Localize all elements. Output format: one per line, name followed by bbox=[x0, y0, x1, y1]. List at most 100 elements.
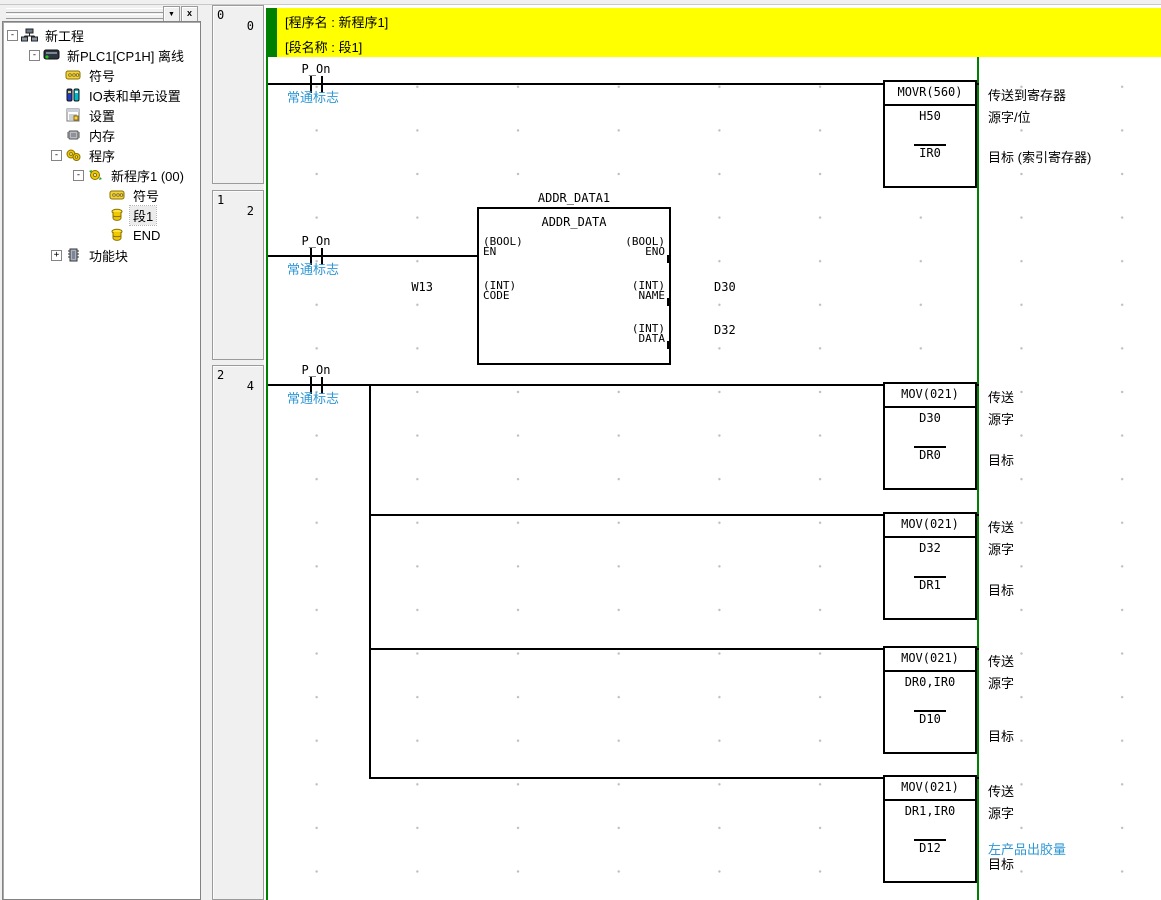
tree-item-plc[interactable]: - 新PLC1[CP1H] 离线 bbox=[3, 45, 200, 65]
destination-operand[interactable]: D10 bbox=[914, 710, 946, 726]
tree-item-label: 新程序1 (00) bbox=[111, 168, 184, 184]
tree-item-end[interactable]: END bbox=[3, 225, 200, 245]
rung1-wire bbox=[268, 255, 477, 257]
expand-toggle[interactable]: - bbox=[7, 29, 18, 41]
instruction-mnemonic: MOV(021) bbox=[901, 651, 959, 665]
operand-comment: 源字 bbox=[988, 542, 1015, 557]
instruction-comment: 传送 bbox=[988, 784, 1015, 799]
instruction-mnemonic: MOV(021) bbox=[901, 387, 959, 401]
operand-symbol-comment: 左产品出胶量 bbox=[988, 842, 1067, 857]
symbol-table-icon bbox=[65, 68, 82, 82]
mov-instruction-block-2[interactable]: MOV(021) D32 DR1 bbox=[883, 512, 977, 620]
fb-instruction-block[interactable]: ADDR_DATA (BOOL)EN (INT)CODE (BOOL)ENO (… bbox=[477, 207, 671, 365]
rung-comment-banner[interactable]: [程序名 : 新程序1] [段名称 : 段1] bbox=[277, 8, 1161, 57]
project-tree: - 新工程 - 新PLC1[CP1H] 离线 符号 IO表和单 bbox=[2, 21, 201, 900]
ladder-editor-canvas[interactable] bbox=[264, 5, 1161, 900]
source-operand[interactable]: DR0,IR0 bbox=[904, 675, 956, 689]
panel-drag-handle[interactable] bbox=[6, 8, 166, 13]
fb-pin-data: (INT)DATA bbox=[631, 322, 665, 345]
rung0-wire bbox=[268, 83, 883, 85]
step-number: 4 bbox=[246, 379, 254, 393]
banner-section-name: [段名称 : 段1] bbox=[285, 40, 363, 55]
expand-toggle[interactable]: - bbox=[51, 149, 62, 161]
tree-item-programs[interactable]: - 程序 bbox=[3, 145, 200, 165]
tree-item-program1-symbols[interactable]: 符号 bbox=[3, 185, 200, 205]
rung2-wire bbox=[268, 384, 883, 386]
contact-comment: 常通标志 bbox=[287, 90, 340, 105]
branch-right-stub bbox=[975, 648, 979, 650]
destination-operand[interactable]: DR0 bbox=[914, 446, 946, 462]
operand-comment: 源字/位 bbox=[988, 110, 1031, 125]
banner-program-name: [程序名 : 新程序1] bbox=[285, 15, 389, 30]
expand-toggle[interactable]: - bbox=[29, 49, 40, 61]
instruction-mnemonic: MOV(021) bbox=[901, 780, 959, 794]
section-icon bbox=[109, 208, 126, 222]
tree-item-program1[interactable]: - 新程序1 (00) bbox=[3, 165, 200, 185]
instruction-comment: 传送 bbox=[988, 654, 1015, 669]
tree-item-label: 段1 bbox=[128, 204, 158, 226]
settings-icon bbox=[65, 108, 82, 122]
tree-item-label: 新PLC1[CP1H] 离线 bbox=[67, 48, 185, 64]
section-icon bbox=[109, 228, 126, 242]
mov-instruction-block-3[interactable]: MOV(021) DR0,IR0 D10 bbox=[883, 646, 977, 754]
programs-icon bbox=[65, 148, 82, 162]
branch-right-stub bbox=[975, 777, 979, 779]
contact-bar bbox=[310, 377, 312, 394]
destination-operand[interactable]: IR0 bbox=[914, 144, 946, 160]
tree-item-function-blocks[interactable]: + 功能块 bbox=[3, 245, 200, 265]
expand-toggle[interactable]: - bbox=[73, 169, 84, 181]
panel-dropdown-button[interactable]: ▼ bbox=[163, 6, 180, 22]
operand-comment: 目标 bbox=[988, 729, 1015, 744]
source-operand[interactable]: DR1,IR0 bbox=[904, 804, 956, 818]
operand-comment: 源字 bbox=[988, 676, 1015, 691]
source-operand[interactable]: D30 bbox=[919, 411, 941, 425]
memory-icon bbox=[65, 128, 82, 142]
tree-item-symbols[interactable]: 符号 bbox=[3, 65, 200, 85]
tree-item-io-table[interactable]: IO表和单元设置 bbox=[3, 85, 200, 105]
panel-close-button[interactable]: x bbox=[181, 6, 198, 22]
rung-header-1[interactable]: 1 2 bbox=[212, 190, 264, 360]
source-operand[interactable]: D32 bbox=[919, 541, 941, 555]
mov-instruction-block-1[interactable]: MOV(021) D30 DR0 bbox=[883, 382, 977, 490]
block-divider bbox=[883, 104, 977, 106]
branch-wire bbox=[369, 514, 883, 516]
workspace-panel-header: ▼ x bbox=[2, 5, 202, 22]
rung-header-0[interactable]: 0 0 bbox=[212, 5, 264, 184]
operand-comment: 目标 bbox=[988, 453, 1015, 468]
branch-wire bbox=[369, 648, 883, 650]
source-operand[interactable]: H50 bbox=[919, 109, 941, 123]
mov-instruction-block-4[interactable]: MOV(021) DR1,IR0 D12 bbox=[883, 775, 977, 883]
destination-operand[interactable]: D12 bbox=[914, 839, 946, 855]
tree-item-section1[interactable]: 段1 bbox=[3, 204, 200, 226]
operand-comment: 目标 (索引寄存器) bbox=[988, 150, 1092, 165]
operand-comment: 目标 bbox=[988, 857, 1015, 872]
fb-input-operand[interactable]: W13 bbox=[411, 280, 433, 294]
fb-output-operand[interactable]: D32 bbox=[714, 323, 736, 337]
tree-item-settings[interactable]: 设置 bbox=[3, 105, 200, 125]
destination-operand[interactable]: DR1 bbox=[914, 576, 946, 592]
panel-drag-handle[interactable] bbox=[6, 14, 166, 19]
fb-pin-stub bbox=[667, 255, 669, 263]
rung-header-2[interactable]: 2 4 bbox=[212, 365, 264, 900]
fb-output-operand[interactable]: D30 bbox=[714, 280, 736, 294]
step-number: 0 bbox=[246, 19, 254, 33]
io-table-icon bbox=[65, 88, 82, 102]
operand-comment: 源字 bbox=[988, 806, 1015, 821]
operand-comment: 目标 bbox=[988, 583, 1015, 598]
tree-item-label: END bbox=[133, 227, 161, 243]
fb-pin-en: (BOOL)EN bbox=[483, 235, 523, 258]
contact-comment: 常通标志 bbox=[287, 391, 340, 406]
block-divider bbox=[883, 406, 977, 408]
rung-number: 1 bbox=[217, 193, 225, 207]
movr-instruction-block[interactable]: MOVR(560) H50 IR0 bbox=[883, 80, 977, 188]
expand-toggle[interactable]: + bbox=[51, 249, 62, 261]
branch-wire bbox=[369, 777, 883, 779]
function-block-icon bbox=[65, 248, 82, 262]
left-bus-bar bbox=[266, 8, 268, 900]
fb-instance-label: ADDR_DATA1 bbox=[537, 191, 611, 205]
instruction-comment: 传送 bbox=[988, 520, 1015, 535]
tree-item-label: 符号 bbox=[133, 188, 160, 204]
instruction-comment: 传送到寄存器 bbox=[988, 88, 1067, 103]
tree-item-memory[interactable]: 内存 bbox=[3, 125, 200, 145]
tree-item-new-project[interactable]: - 新工程 bbox=[3, 25, 200, 45]
